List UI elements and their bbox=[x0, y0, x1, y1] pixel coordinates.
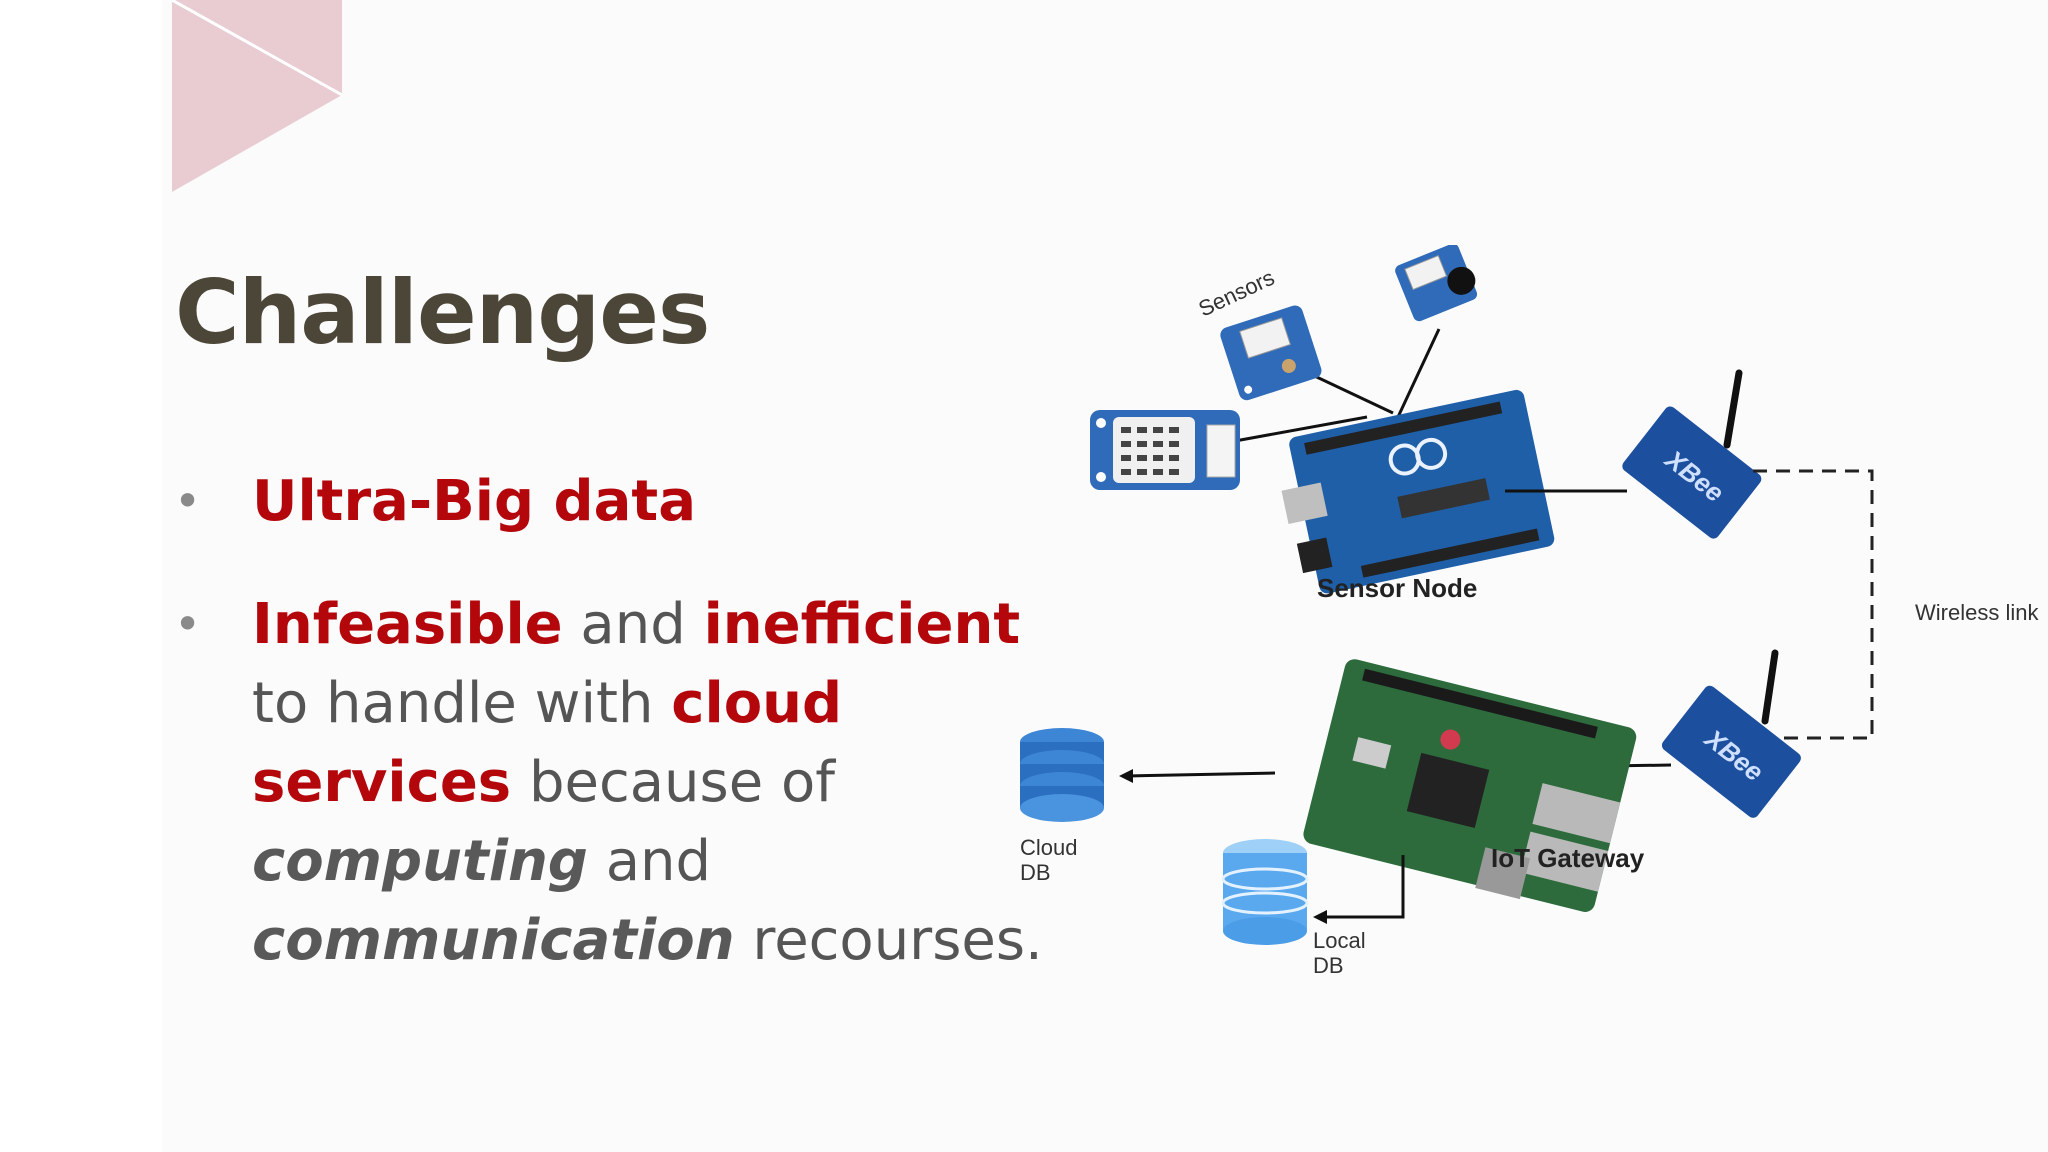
bullet-ultra-big-data: • Ultra-Big data bbox=[170, 462, 1050, 541]
bullet-marker: • bbox=[174, 597, 202, 651]
arrow-to-cloud-db bbox=[1119, 769, 1276, 783]
sensors-label: Sensors bbox=[1195, 265, 1279, 322]
cloud-db-label-line1: Cloud bbox=[1020, 835, 1077, 860]
local-db-label-line2: DB bbox=[1313, 953, 1344, 978]
decorative-triangle bbox=[172, 0, 342, 192]
bullet-infeasible: • Infeasible and inefficient to handle w… bbox=[170, 585, 1050, 980]
iot-gateway-label: IoT Gateway bbox=[1491, 843, 1645, 873]
local-db-label-line1: Local bbox=[1313, 928, 1366, 953]
arduino-board-icon bbox=[1281, 389, 1555, 594]
iot-architecture-diagram: Sensors bbox=[1020, 245, 2039, 978]
cloud-db-label-line2: DB bbox=[1020, 860, 1051, 885]
xbee-gateway-icon: XBee bbox=[1661, 649, 1801, 818]
emphasis-computing: computing bbox=[252, 829, 588, 894]
bullet-list: • Ultra-Big data • Infeasible and ineffi… bbox=[170, 462, 1050, 980]
xbee-node-icon: XBee bbox=[1622, 369, 1762, 539]
raspberry-pi-icon bbox=[1303, 659, 1637, 912]
highlight-infeasible: Infeasible bbox=[252, 592, 563, 657]
wireless-link-label: Wireless link bbox=[1915, 600, 2039, 625]
text-and-2: and bbox=[587, 829, 712, 894]
sound-sensor-icon bbox=[1395, 245, 1478, 322]
bullet-marker: • bbox=[174, 474, 202, 528]
highlight-cloud-services: cloud services bbox=[252, 671, 843, 815]
emphasis-communication: communication bbox=[252, 908, 735, 973]
humidity-sensor-icon bbox=[1090, 410, 1240, 490]
highlight-inefficient: inefficient bbox=[703, 592, 1021, 657]
text-and: and bbox=[562, 592, 704, 657]
arrow-to-local-db bbox=[1313, 855, 1405, 924]
text-because-of: because of bbox=[511, 750, 835, 815]
light-sensor-icon bbox=[1220, 305, 1322, 401]
text-recourses: recourses. bbox=[734, 908, 1043, 973]
text-handle-with: to handle with bbox=[252, 671, 672, 736]
sensor-node-label: Sensor Node bbox=[1317, 573, 1477, 603]
cloud-db-icon bbox=[1020, 728, 1104, 822]
slide-left-margin bbox=[0, 0, 162, 1152]
slide-title: Challenges bbox=[175, 261, 710, 364]
wireless-link-line bbox=[1753, 469, 1874, 740]
local-db-icon bbox=[1221, 839, 1309, 945]
bullet-text: Ultra-Big data bbox=[252, 469, 696, 534]
